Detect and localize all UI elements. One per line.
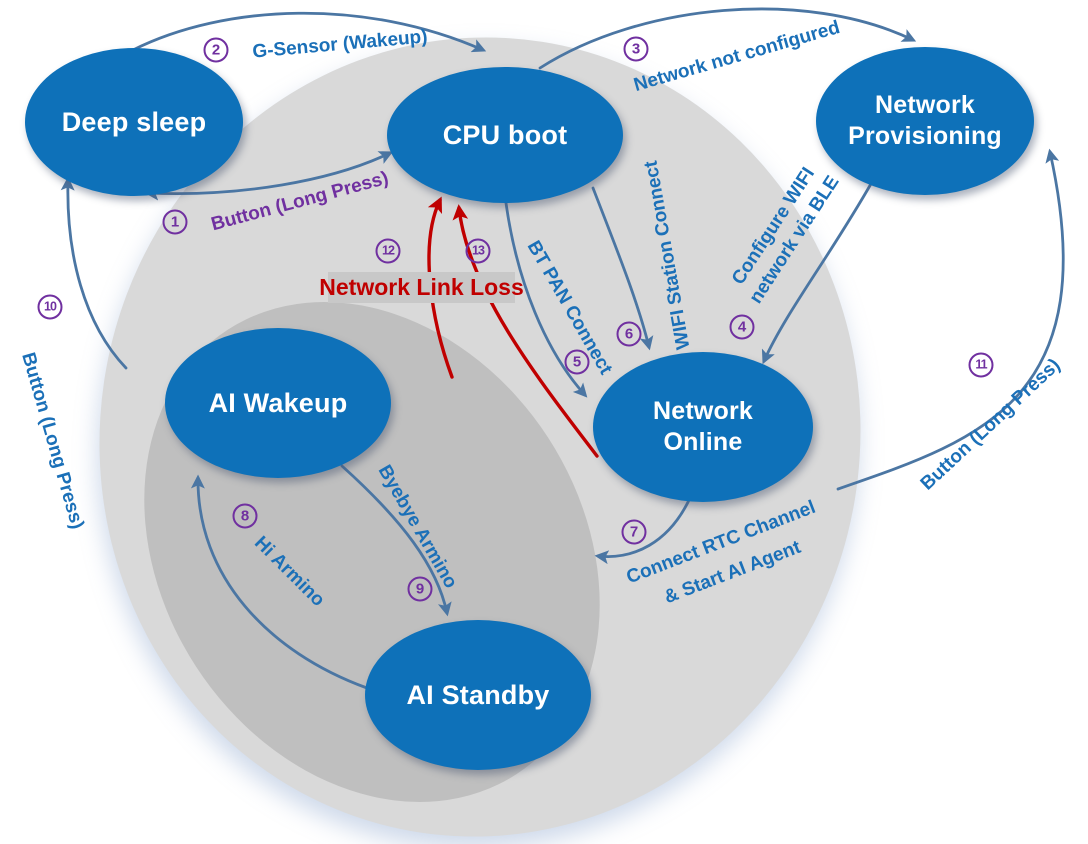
state-network-online-line1: Network: [652, 397, 754, 425]
badge-3: 3: [623, 36, 649, 62]
state-ai-standby: AI Standby: [365, 620, 591, 770]
state-network-online: Network Online: [593, 352, 813, 502]
badge-11: 11: [968, 352, 994, 378]
badge-12: 12: [375, 238, 401, 264]
state-network-provisioning: Network Provisioning: [816, 47, 1034, 195]
arrow-8-hi-armino: [190, 474, 369, 690]
arrow-9-byebye-armino: [340, 464, 452, 617]
badge-13: 13: [465, 238, 491, 264]
network-link-loss-label: Network Link Loss: [319, 272, 524, 303]
arrow-7-connect-rtc-channel: [594, 496, 692, 565]
badge-10: 10: [37, 294, 63, 320]
state-ai-standby-label: AI Standby: [406, 679, 550, 710]
arrow-6-wifi-station-connect: [591, 186, 654, 351]
state-network-provisioning-line2: Provisioning: [848, 122, 1002, 150]
arrow-11-button-long-press: [836, 148, 1065, 491]
badge-4: 4: [729, 314, 755, 340]
state-deep-sleep: Deep sleep: [25, 48, 243, 196]
arrow-3-network-not-configured: [538, 7, 917, 70]
state-network-provisioning-line1: Network: [874, 91, 976, 119]
badge-9: 9: [407, 576, 433, 602]
arrow-13-network-link-loss: [452, 204, 599, 458]
state-deep-sleep-label: Deep sleep: [61, 106, 207, 137]
state-cpu-boot: CPU boot: [387, 67, 623, 203]
arrow-5-bt-pan-connect: [504, 201, 588, 398]
network-link-loss-text: Network Link Loss: [319, 274, 524, 300]
badge-6: 6: [616, 321, 642, 347]
badge-2: 2: [203, 37, 229, 63]
arrow-2-gsensor-wakeup: [131, 11, 487, 53]
arrow-10-button-long-press: [60, 176, 128, 370]
state-ai-wakeup: AI Wakeup: [165, 328, 391, 478]
arrow-1-button-long-press: [144, 151, 394, 201]
badge-5: 5: [564, 349, 590, 375]
state-cpu-boot-label: CPU boot: [442, 119, 568, 150]
state-network-online-line2: Online: [663, 428, 743, 456]
badge-7: 7: [621, 519, 647, 545]
badge-8: 8: [232, 503, 258, 529]
arrow-4-configure-wifi-ble: [761, 180, 874, 365]
badge-1: 1: [162, 209, 188, 235]
state-ai-wakeup-label: AI Wakeup: [208, 387, 348, 418]
